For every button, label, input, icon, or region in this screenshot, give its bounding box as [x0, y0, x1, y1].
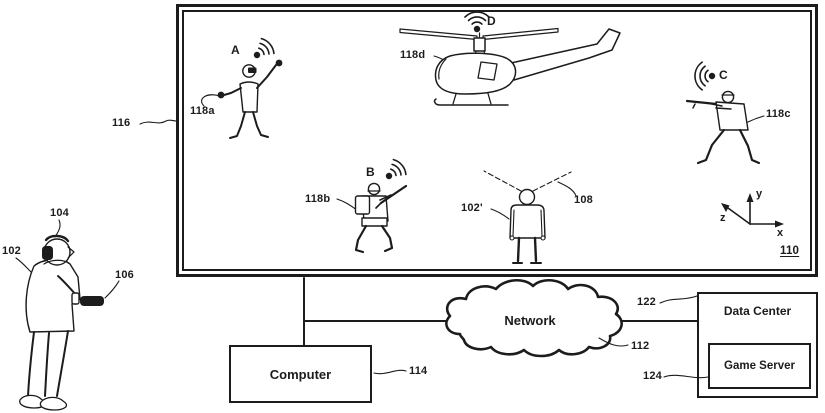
- x-axis-label: x: [777, 227, 784, 239]
- connector-lines: [303, 277, 698, 346]
- gaze-line: [532, 171, 572, 192]
- ref-label-user: 102: [2, 245, 21, 257]
- vr-headset-icon: [248, 67, 257, 73]
- y-axis-arrow: [746, 193, 754, 202]
- x-axis-arrow: [775, 220, 784, 228]
- ref-label-computer: 114: [409, 365, 428, 377]
- ref-label-data-center: 122: [637, 296, 656, 308]
- ref-label-controller: 106: [115, 269, 134, 281]
- display-screen-inner-border: [182, 10, 812, 271]
- gaze-line: [483, 170, 522, 192]
- network-label: Network: [504, 313, 556, 328]
- ref-label-game-server: 124: [643, 370, 662, 382]
- helicopter-letter: D: [487, 14, 496, 28]
- user-figure: [19, 234, 104, 411]
- ref-label-player-c: 118c: [766, 108, 791, 120]
- game-controller-icon: [80, 296, 104, 306]
- helicopter-figure: [399, 27, 621, 106]
- ref-label-player-a: 118a: [190, 105, 215, 117]
- avatar-figure: [483, 170, 572, 264]
- headphones-band-icon: [44, 234, 70, 243]
- ref-label-screen: 116: [112, 117, 131, 129]
- player-b-letter: B: [366, 165, 375, 179]
- helicopter-signal-icon: [464, 11, 490, 33]
- motion-controller-icon: [275, 59, 283, 67]
- coordinate-axes: [721, 193, 784, 228]
- player-b-figure: [354, 182, 408, 254]
- player-c-figure: [685, 90, 761, 165]
- ref-label-headphones: 104: [50, 207, 69, 219]
- display-screen: [176, 4, 818, 277]
- player-a-figure: [217, 59, 283, 139]
- ref-label-screen-id: 110: [780, 245, 800, 257]
- ref-label-network: 112: [631, 340, 650, 352]
- leader-lines: [15, 55, 765, 379]
- ref-label-helicopter: 118d: [400, 49, 426, 61]
- ref-label-player-b: 118b: [305, 193, 331, 205]
- ref-label-avatar: 102': [461, 202, 483, 214]
- computer-label: Computer: [269, 366, 332, 382]
- game-server-label: Game Server: [724, 359, 795, 372]
- game-server-box: Game Server: [708, 343, 811, 389]
- computer-box: Computer: [229, 345, 372, 403]
- network-cloud: [445, 279, 623, 358]
- data-center-label: Data Center: [723, 304, 792, 318]
- motion-controller-icon: [217, 91, 225, 99]
- player-c-letter: C: [719, 68, 728, 82]
- player-c-signal-icon: [694, 61, 716, 91]
- player-a-letter: A: [231, 43, 240, 57]
- z-axis-label: z: [720, 212, 726, 224]
- headphone-earcup-icon: [42, 246, 53, 260]
- player-b-signal-icon: [385, 158, 407, 180]
- y-axis-label: y: [756, 188, 763, 200]
- ref-label-gaze: 108: [574, 194, 593, 206]
- z-axis-arrow: [721, 203, 730, 212]
- player-a-signal-icon: [253, 37, 275, 59]
